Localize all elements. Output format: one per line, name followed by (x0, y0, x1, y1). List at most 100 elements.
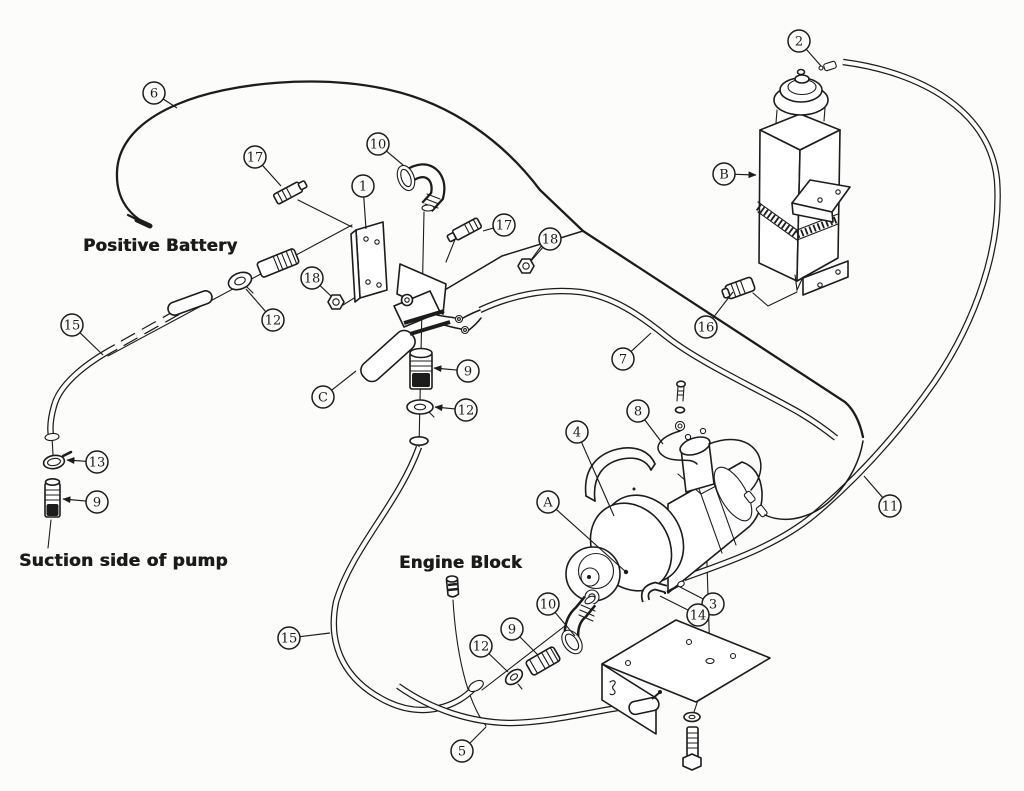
callout-17: 17 (482, 213, 516, 237)
callout-15: 15 (60, 313, 104, 356)
callout-2: 2 (787, 29, 822, 67)
svg-text:12: 12 (473, 640, 490, 655)
svg-text:18: 18 (542, 233, 559, 248)
hose-end-middle (409, 435, 429, 446)
fitting-17-left (272, 180, 308, 205)
washer-12-middle (406, 399, 435, 418)
svg-text:2: 2 (795, 35, 803, 50)
svg-text:17: 17 (247, 151, 264, 166)
callout-15: 15 (277, 626, 331, 650)
svg-text:B: B (719, 168, 729, 183)
callout-12: 12 (434, 398, 478, 422)
fitting-9-left (44, 477, 61, 518)
label-engine-block: Engine Block (399, 553, 523, 572)
squiggle-mark (609, 680, 616, 696)
clamp-4 (584, 447, 656, 502)
svg-text:8: 8 (634, 405, 642, 420)
callout-4: 4 (565, 420, 615, 517)
svg-text:C: C (318, 391, 328, 406)
svg-text:3: 3 (709, 598, 717, 613)
svg-text:7: 7 (619, 353, 627, 368)
elbow-10-bottom (561, 595, 597, 655)
svg-text:1: 1 (359, 180, 367, 195)
svg-text:12: 12 (265, 314, 282, 329)
callout-B: B (712, 162, 757, 186)
screw-3 (663, 580, 685, 595)
svg-text:11: 11 (882, 500, 899, 515)
fitting-16 (721, 276, 756, 300)
pump-motor-a (565, 461, 763, 602)
elbow-fitting-10-top (396, 163, 446, 213)
svg-text:9: 9 (93, 496, 101, 511)
callout-14: 14 (659, 595, 710, 627)
svg-text:14: 14 (690, 609, 707, 624)
mount-bolt (682, 726, 702, 771)
hose-11 (682, 58, 1001, 582)
callout-7: 7 (611, 332, 652, 371)
callout-17: 17 (243, 145, 282, 187)
callout-9: 9 (433, 359, 480, 383)
nut-18-right (517, 258, 535, 274)
callout-8: 8 (626, 399, 664, 445)
valve-assembly-c (360, 263, 482, 383)
svg-text:15: 15 (281, 632, 298, 647)
callout-9: 9 (62, 490, 109, 514)
svg-text:10: 10 (540, 598, 557, 613)
solenoid-feed-wire (442, 230, 584, 292)
callout-9: 9 (500, 617, 539, 656)
reservoir-vent-fitting-2 (818, 60, 837, 72)
washer-12-bottom (504, 668, 524, 690)
solenoid-bolt-8 (674, 380, 686, 432)
svg-text:12: 12 (458, 404, 475, 419)
callout-12: 12 (469, 634, 509, 673)
callout-5: 5 (450, 726, 487, 763)
grommet-14 (640, 581, 668, 603)
wire-loop-8 (657, 430, 698, 465)
svg-text:6: 6 (150, 87, 158, 102)
svg-text:5: 5 (458, 745, 466, 760)
reservoir-b (758, 113, 841, 292)
pump-solenoid (677, 427, 717, 495)
svg-text:9: 9 (464, 365, 472, 380)
mount-washer (683, 711, 701, 723)
callout-11: 11 (863, 475, 902, 518)
svg-text:13: 13 (89, 456, 106, 471)
fitting-17-right (446, 217, 483, 243)
callout-18: 18 (530, 227, 562, 262)
callout-1: 1 (351, 174, 375, 230)
callout-10: 10 (366, 132, 404, 166)
svg-text:15: 15 (64, 319, 81, 334)
callout-balloons: 1234567899910101112121213141515161717181… (60, 29, 902, 763)
fitting-9-bottom (525, 646, 561, 676)
label-suction-side: Suction side of pump (19, 551, 228, 571)
suction-hose-15-upper (44, 290, 213, 442)
callout-6: 6 (142, 81, 178, 109)
svg-text:16: 16 (698, 321, 715, 336)
callout-C: C (311, 370, 357, 409)
reservoir-side-bracket (791, 179, 851, 223)
hose-7 (478, 287, 839, 441)
callout-12: 12 (245, 288, 285, 332)
callout-A: A (536, 490, 629, 575)
engine-block-stud (445, 575, 460, 598)
washer-12-left (227, 271, 254, 294)
svg-text:4: 4 (573, 426, 581, 441)
callout-16: 16 (694, 291, 734, 339)
fitting-9-middle (409, 347, 433, 390)
hose-clamp-5 (628, 690, 662, 716)
reservoir-cap (773, 68, 829, 124)
hose-5 (396, 683, 646, 727)
callout-13: 13 (66, 450, 109, 474)
compression-fitting-left (256, 248, 300, 278)
callout-10: 10 (536, 592, 576, 637)
svg-text:A: A (542, 496, 553, 511)
bracket-1 (350, 221, 388, 303)
callout-18: 18 (300, 266, 332, 297)
svg-text:9: 9 (508, 623, 516, 638)
clamp-13 (42, 450, 73, 470)
svg-text:10: 10 (370, 138, 387, 153)
svg-text:17: 17 (496, 219, 513, 234)
solenoid-wires (708, 438, 864, 520)
